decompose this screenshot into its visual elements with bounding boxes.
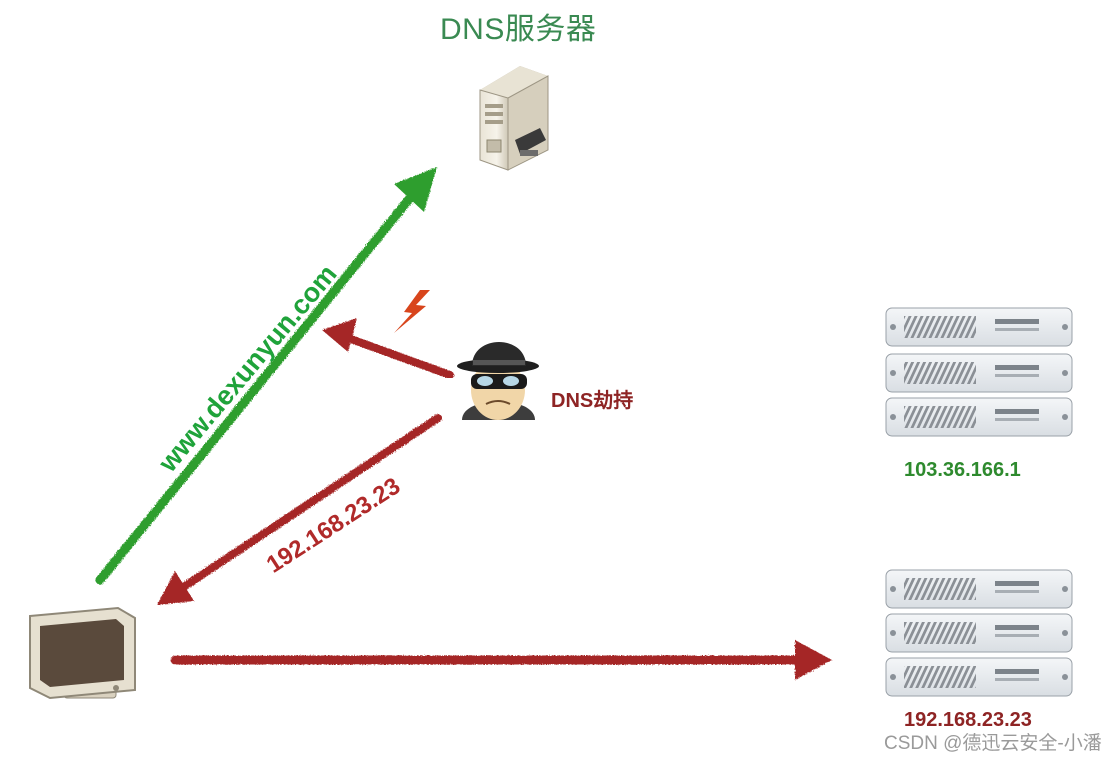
watermark: CSDN @德迅云安全-小潘 [884, 733, 1102, 754]
dns-server-title: DNS服务器 [440, 13, 597, 46]
fake-server-ip-label: 192.168.23.23 [904, 709, 1032, 731]
fake-server-rack-icon [885, 569, 1073, 697]
lightning-icon [394, 290, 430, 333]
green-query-arrow [95, 167, 437, 585]
dns-server-icon [479, 66, 549, 171]
dns-hijack-label: DNS劫持 [551, 390, 634, 412]
red-intercept-arrow [322, 318, 454, 379]
real-server-ip-label: 103.36.166.1 [904, 459, 1021, 481]
real-server-rack-icon [885, 307, 1073, 437]
red-redirect-arrow [170, 640, 832, 680]
client-computer-icon [29, 606, 136, 700]
red-fake-reply-arrow [157, 414, 442, 605]
hacker-icon [457, 342, 539, 420]
